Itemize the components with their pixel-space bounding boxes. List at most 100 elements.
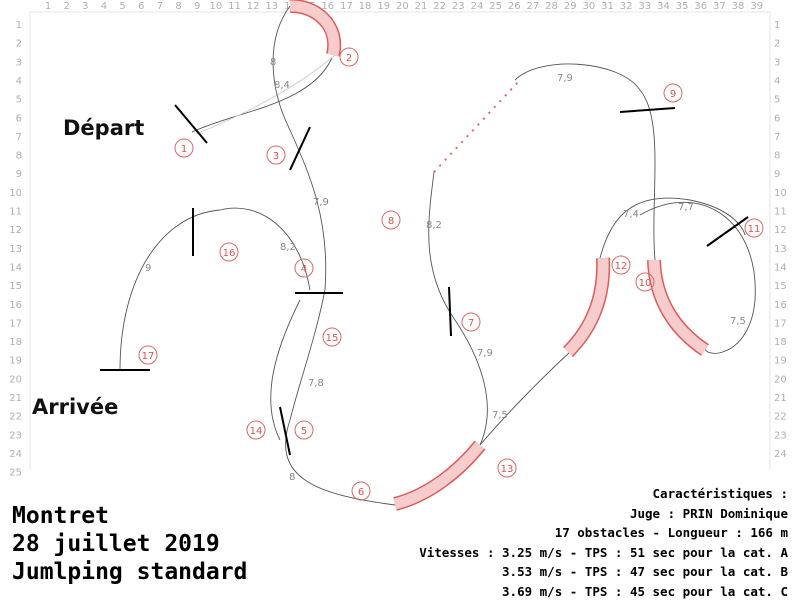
grid-row-number: 5 (16, 95, 22, 106)
obstacle-17-label: 17 (142, 351, 155, 362)
finish-label: Arrivée (32, 395, 118, 419)
grid-row-number: 8 (16, 151, 22, 162)
path-9-to-10 (640, 90, 655, 260)
distance-label: 7,5 (492, 410, 508, 421)
obstacle-3: 3 (267, 146, 285, 164)
event-title-block: Montret 28 juillet 2019 Jumlping standar… (12, 502, 247, 586)
grid-row-number: 21 (9, 393, 22, 404)
grid-column-number: 32 (620, 1, 633, 12)
grid-column-number: 34 (657, 1, 670, 12)
path-13-to-12 (480, 352, 570, 445)
start-label: Départ (63, 116, 144, 140)
distance-label: 8 (270, 57, 276, 68)
grid-column-number: 19 (377, 1, 390, 12)
obstacle-15-label: 15 (326, 333, 339, 344)
grid-row-number: 3 (774, 57, 780, 68)
jump-9 (620, 108, 675, 112)
grid-column-number: 29 (564, 1, 577, 12)
obstacle-12-label: 12 (615, 261, 628, 272)
grid-row-number: 4 (774, 76, 780, 87)
grid-column-number: 23 (452, 1, 465, 12)
event-course-type: Jumlping standard (12, 558, 247, 586)
grid-column-number: 22 (433, 1, 446, 12)
course-specs: Caractéristiques : Juge : PRIN Dominique… (419, 484, 788, 601)
grid-row-number: 16 (774, 300, 787, 311)
obstacle-2-label: 2 (346, 53, 352, 64)
grid-row-numbers-left: 1234567891011121314151617181920212223242… (9, 20, 22, 479)
obstacle-12: 12 (612, 256, 630, 274)
obstacle-17: 17 (139, 346, 157, 364)
grid-column-number: 1 (45, 1, 51, 12)
obstacle-10-label: 10 (639, 278, 652, 289)
grid-column-number: 6 (138, 1, 144, 12)
path-to-9 (515, 64, 640, 90)
distance-label: 7,5 (730, 316, 746, 327)
grid-row-number: 18 (774, 337, 787, 348)
distance-label: 7,7 (678, 202, 694, 213)
obstacle-11: 11 (745, 219, 763, 237)
grid-column-number: 12 (247, 1, 260, 12)
path-7-to-8 (429, 172, 455, 320)
path-14-to-15 (271, 300, 300, 440)
grid-row-number: 6 (16, 113, 22, 124)
grid-row-number: 11 (9, 207, 22, 218)
obstacle-13: 13 (498, 459, 516, 477)
grid-row-number: 10 (9, 188, 22, 199)
grid-column-number: 30 (582, 1, 595, 12)
obstacle-3-label: 3 (273, 151, 279, 162)
grid-row-number: 12 (9, 225, 22, 236)
grid-column-number: 17 (340, 1, 353, 12)
grid-row-number: 12 (774, 225, 787, 236)
path-8-to-9-dotted (434, 80, 520, 172)
distance-label: 7,9 (313, 197, 329, 208)
distance-label: 8,2 (426, 220, 442, 231)
grid-column-number: 37 (713, 1, 726, 12)
grid-row-number: 21 (774, 393, 787, 404)
obstacle-5: 5 (295, 421, 313, 439)
grid-column-number: 39 (750, 1, 763, 12)
specs-judge: Juge : PRIN Dominique (419, 504, 788, 524)
grid-row-number: 10 (774, 188, 787, 199)
grid-row-number: 19 (774, 356, 787, 367)
grid-row-number: 17 (9, 318, 22, 329)
grid-column-number: 27 (527, 1, 540, 12)
grid-row-number: 7 (16, 132, 22, 143)
grid-row-number: 16 (9, 300, 22, 311)
path-12-to-11 (600, 198, 745, 258)
grid-column-number: 9 (194, 1, 200, 12)
distance-label: 8,4 (274, 80, 290, 91)
grid-row-number: 1 (774, 20, 780, 31)
grid-row-number: 22 (9, 412, 22, 423)
distance-label: 9 (145, 263, 151, 274)
grid-row-number: 6 (774, 113, 780, 124)
obstacle-9: 9 (664, 84, 682, 102)
grid-row-number: 23 (774, 430, 787, 441)
grid-row-number: 14 (9, 262, 22, 273)
grid-row-number: 2 (16, 39, 22, 50)
grid-row-number: 19 (9, 356, 22, 367)
obstacle-15: 15 (323, 328, 341, 346)
obstacle-numbers: 1 2 3 4 5 6 7 8 9 10 11 12 13 14 15 16 1… (139, 48, 763, 500)
grid-column-number: 20 (396, 1, 409, 12)
grid-row-number: 8 (774, 151, 780, 162)
distance-label: 7,9 (557, 73, 573, 84)
grid-column-number: 35 (676, 1, 689, 12)
specs-speed-a: Vitesses : 3.25 m/s - TPS : 51 sec pour … (419, 543, 788, 563)
grid-row-number: 7 (774, 132, 780, 143)
obstacle-2: 2 (340, 48, 358, 66)
grid-row-number: 14 (774, 262, 787, 273)
grid-row-number: 13 (9, 244, 22, 255)
obstacle-6: 6 (352, 482, 370, 500)
obstacle-4-label: 4 (301, 264, 307, 275)
obstacle-8: 8 (382, 211, 400, 229)
jump-11 (707, 217, 748, 246)
obstacle-14-label: 14 (250, 426, 263, 437)
grid-column-number: 2 (63, 1, 69, 12)
obstacle-4: 4 (295, 259, 313, 277)
jump-3 (290, 127, 310, 170)
distance-label: 7,4 (623, 209, 639, 220)
specs-summary: 17 obstacles - Longueur : 166 m (419, 523, 788, 543)
grid-column-number: 5 (119, 1, 125, 12)
tunnels (290, 6, 705, 504)
